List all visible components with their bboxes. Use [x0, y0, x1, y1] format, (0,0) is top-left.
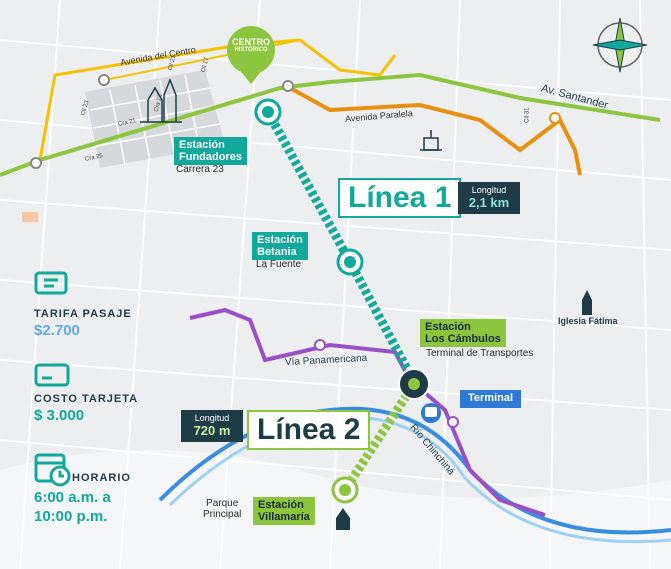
- station-marker-villamaria[interactable]: [331, 476, 359, 504]
- station-marker-betania[interactable]: [336, 248, 364, 276]
- linea2-title: Línea 2: [247, 410, 371, 450]
- station-betania-line2: Betania: [257, 246, 297, 258]
- station-marker-fundadores[interactable]: [254, 98, 282, 126]
- tarjeta-label: COSTO TARJETA: [34, 393, 139, 405]
- roundabout: [98, 74, 110, 86]
- centro-line2: HISTÓRICO: [234, 47, 268, 54]
- lowland-area: [0, 450, 671, 569]
- church-fatima-icon: [582, 290, 592, 315]
- linea1-title: Línea 1: [338, 178, 462, 218]
- tarjeta-value: $ 3.000: [34, 407, 85, 424]
- bus-terminal-icon: [421, 403, 441, 423]
- horario-value-line1: 6:00 a.m. a: [34, 489, 111, 506]
- linea2-length-value: 720 m: [193, 423, 231, 438]
- road-node: [314, 339, 326, 351]
- parque-line2: Principal: [203, 509, 242, 520]
- road-node: [447, 416, 459, 428]
- station-betania-sub: La Fuente: [256, 259, 302, 270]
- parque-principal-label: Parque Principal: [203, 498, 241, 520]
- street-cll31: Cll 31: [524, 107, 531, 123]
- compass-icon: [592, 17, 648, 73]
- parque-line1: Parque: [206, 498, 239, 509]
- road-node: [549, 112, 561, 124]
- linea2-cable: [341, 381, 418, 493]
- station-label-fundadores[interactable]: Estación Fundadores: [174, 137, 247, 165]
- linea1-length-label: Longitud: [471, 185, 507, 195]
- iglesia-fatima-label: Iglesia Fátima: [558, 316, 618, 326]
- station-fundadores-sub: Carrera 23: [176, 164, 224, 175]
- station-fundadores-line1: Estación: [179, 139, 225, 151]
- terminal-badge[interactable]: Terminal: [460, 390, 522, 408]
- station-label-betania[interactable]: Estación Betania: [252, 232, 308, 260]
- centro-line1: CENTRO: [232, 37, 270, 47]
- horario-value-line2: 10:00 p.m.: [34, 508, 108, 525]
- road-via-panamericana: [189, 307, 546, 517]
- tarifa-label: TARIFA PASAJE: [34, 308, 132, 320]
- station-marker-cambulos[interactable]: [398, 368, 430, 400]
- tarifa-value: $2.700: [34, 322, 80, 339]
- linea2-length-box: Longitud 720 m: [181, 410, 243, 442]
- station-fundadores-line2: Fundadores: [179, 151, 242, 163]
- card-icon: [34, 363, 70, 387]
- calendar-clock-icon: [34, 453, 71, 487]
- monument-icon: [420, 130, 442, 151]
- station-betania-line1: Estación: [257, 234, 303, 246]
- horario-label: HORARIO: [72, 472, 131, 484]
- road-orange: [289, 86, 582, 176]
- terminal-transportes-label: Terminal de Transportes: [426, 348, 534, 359]
- centro-historico-pin: [227, 26, 275, 84]
- station-label-cambulos[interactable]: Estación Los Cámbulos: [420, 319, 506, 347]
- roundabout: [282, 80, 294, 92]
- station-cambulos-line2: Los Cámbulos: [425, 333, 501, 345]
- roundabout: [30, 157, 42, 169]
- station-cambulos-line1: Estación: [425, 321, 471, 333]
- linea1-length-value: 2,1 km: [468, 195, 510, 210]
- linea2-length-label: Longitud: [194, 413, 230, 423]
- museum-icon: [22, 212, 38, 222]
- cathedral-icon: [140, 77, 182, 123]
- station-label-villamaria[interactable]: Estación Villamaría: [253, 497, 315, 525]
- station-villamaria-line1: Estación: [258, 499, 304, 511]
- centro-historico-label: CENTRO HISTÓRICO: [228, 37, 274, 54]
- station-villamaria-line2: Villamaría: [258, 511, 310, 523]
- church-villamaria-icon: [336, 508, 350, 530]
- ticket-icon: [34, 271, 68, 295]
- linea1-length-box: Longitud 2,1 km: [458, 182, 520, 214]
